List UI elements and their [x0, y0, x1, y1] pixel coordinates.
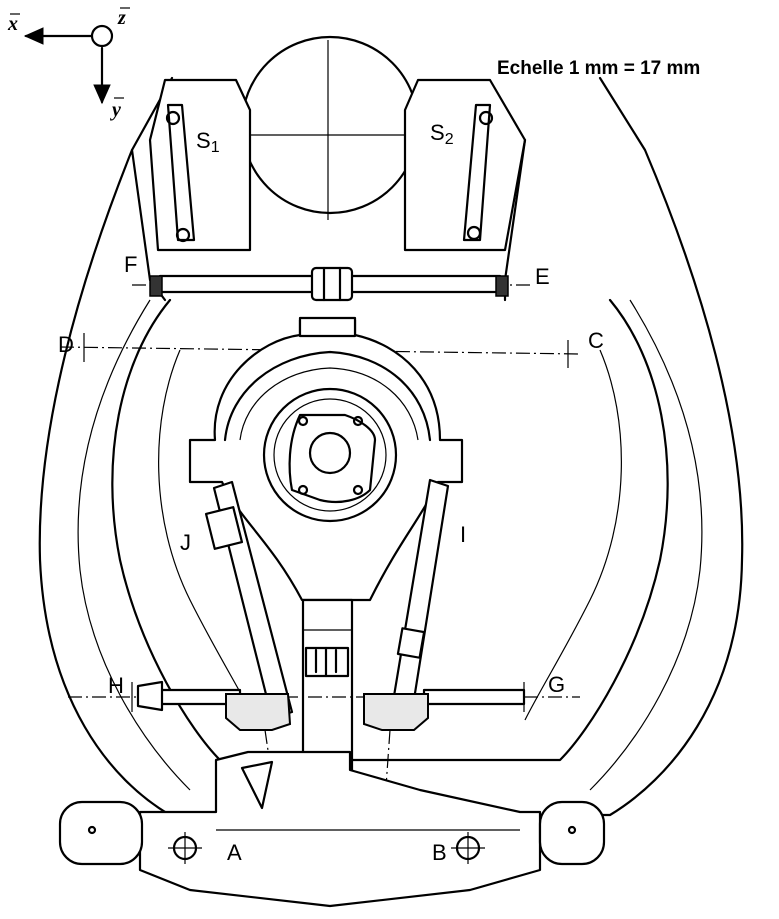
s2-block [403, 78, 527, 252]
link-j-nut [204, 506, 244, 550]
s1-slot [166, 103, 196, 242]
hub-bolt-1 [297, 415, 309, 427]
s1-bolt-bottom [175, 227, 191, 243]
axis-y-label: y [110, 99, 121, 121]
axis-z-label: z [117, 7, 126, 29]
top-wheel [240, 35, 420, 215]
column-clamp-knobs [314, 646, 338, 678]
s2-slot [462, 103, 492, 242]
hub-ring [273, 398, 387, 512]
hub-bolt-3 [297, 484, 309, 496]
s2-bolt-bottom [466, 225, 482, 241]
dc-axis [59, 346, 581, 355]
label-e: E [535, 264, 550, 289]
fe-bar-coupling [310, 266, 354, 302]
label-h: H [108, 673, 124, 698]
label-s1: S1 [196, 128, 220, 156]
label-s2: S2 [430, 120, 454, 148]
hub-flange [288, 413, 377, 504]
s1-bolt-top [165, 110, 181, 126]
label-c: C [588, 328, 604, 353]
label-b: B [432, 840, 447, 865]
inner-body [111, 298, 669, 762]
label-d: D [58, 332, 74, 357]
left-roller [58, 800, 144, 866]
s2-bolt-top [478, 110, 494, 126]
link-i-nut [396, 627, 426, 659]
hg-bar-right [422, 688, 526, 706]
arch-top-tab [298, 316, 357, 338]
hub-bolt-4 [352, 484, 364, 496]
label-g: G [548, 672, 565, 697]
inner-body-wing-left [158, 349, 256, 721]
left-bearing-block [225, 693, 292, 731]
base-plate [138, 750, 542, 908]
hub-center [308, 431, 352, 475]
h-end-fitting [136, 680, 164, 712]
s1-block [148, 78, 252, 252]
axis-x-label: x [7, 13, 18, 35]
label-a: A [227, 840, 242, 865]
arch-inner-ring [223, 350, 432, 442]
arch-inner-ring2 [239, 367, 419, 441]
inner-shell-left [77, 299, 191, 791]
base-slot [240, 760, 274, 810]
scale-caption: Echelle 1 mm = 17 mm [497, 58, 700, 79]
label-j: J [180, 530, 191, 555]
inner-shell-right [589, 299, 703, 791]
z-axis-origin [90, 24, 114, 48]
label-i: I [460, 522, 466, 547]
hub-bolt-2 [352, 415, 364, 427]
fe-left-end [149, 275, 163, 297]
right-roller-pin [567, 825, 577, 835]
label-f: F [124, 252, 137, 277]
inner-body-wing-right [524, 349, 622, 721]
right-bearing-block [363, 693, 429, 731]
fe-right-end [495, 275, 509, 297]
left-roller-pin [87, 825, 97, 835]
